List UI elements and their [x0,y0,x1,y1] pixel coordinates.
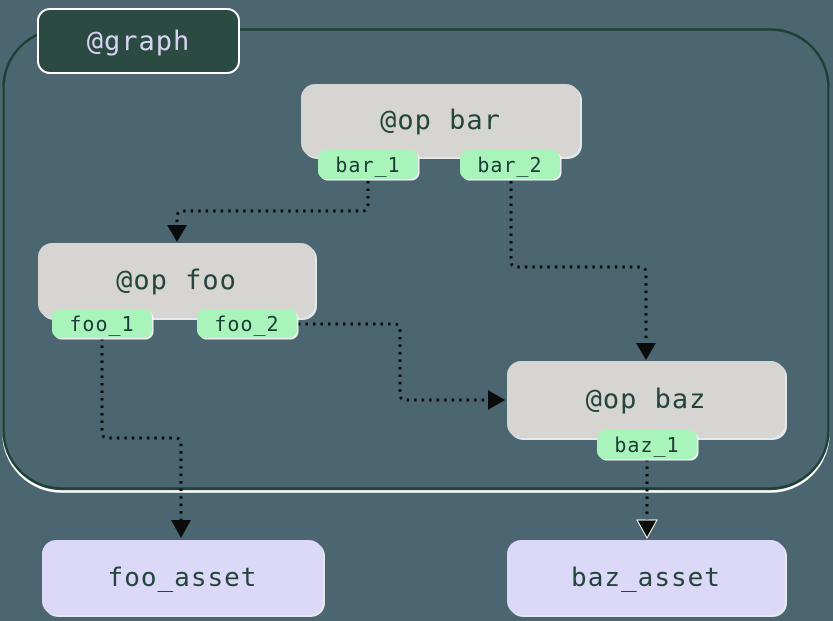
op-title: @op foo [116,265,237,296]
op-node-foo: @op foo [38,243,315,318]
asset-node-foo-asset: foo_asset [42,540,323,615]
asset-node-baz-asset: baz_asset [507,540,785,615]
op-title: @op baz [585,384,707,415]
arrowhead-icon [171,520,191,538]
output-tag-label: bar_2 [477,152,543,177]
output-tag-label: foo_2 [214,311,280,336]
op-node-bar: @op bar [301,84,580,157]
output-tag-label: foo_1 [69,311,135,336]
output-tag-foo-1: foo_1 [52,309,152,338]
graph-label-badge: @graph [37,8,240,74]
output-tag-label: baz_1 [614,432,680,457]
output-tag-foo-2: foo_2 [197,309,297,338]
graph-label: @graph [86,25,191,57]
op-node-baz: @op baz [507,361,785,438]
edge-bar2-to-baz [509,181,648,345]
arrowhead-icon [167,225,187,242]
output-tag-baz-1: baz_1 [597,430,697,459]
arrowhead-icon [488,390,505,410]
edge-bar1-to-foo [175,181,370,227]
arrowhead-icon [636,343,656,360]
asset-label: baz_asset [571,562,721,593]
output-tag-label: bar_1 [335,152,401,177]
edge-foo1-to-foo-asset [100,338,183,522]
edge-foo2-to-baz [298,322,489,402]
output-tag-bar-1: bar_1 [318,150,418,179]
asset-label: foo_asset [107,562,258,593]
output-tag-bar-2: bar_2 [460,150,560,179]
arrowhead-icon [636,519,658,540]
op-title: @op bar [380,105,501,136]
